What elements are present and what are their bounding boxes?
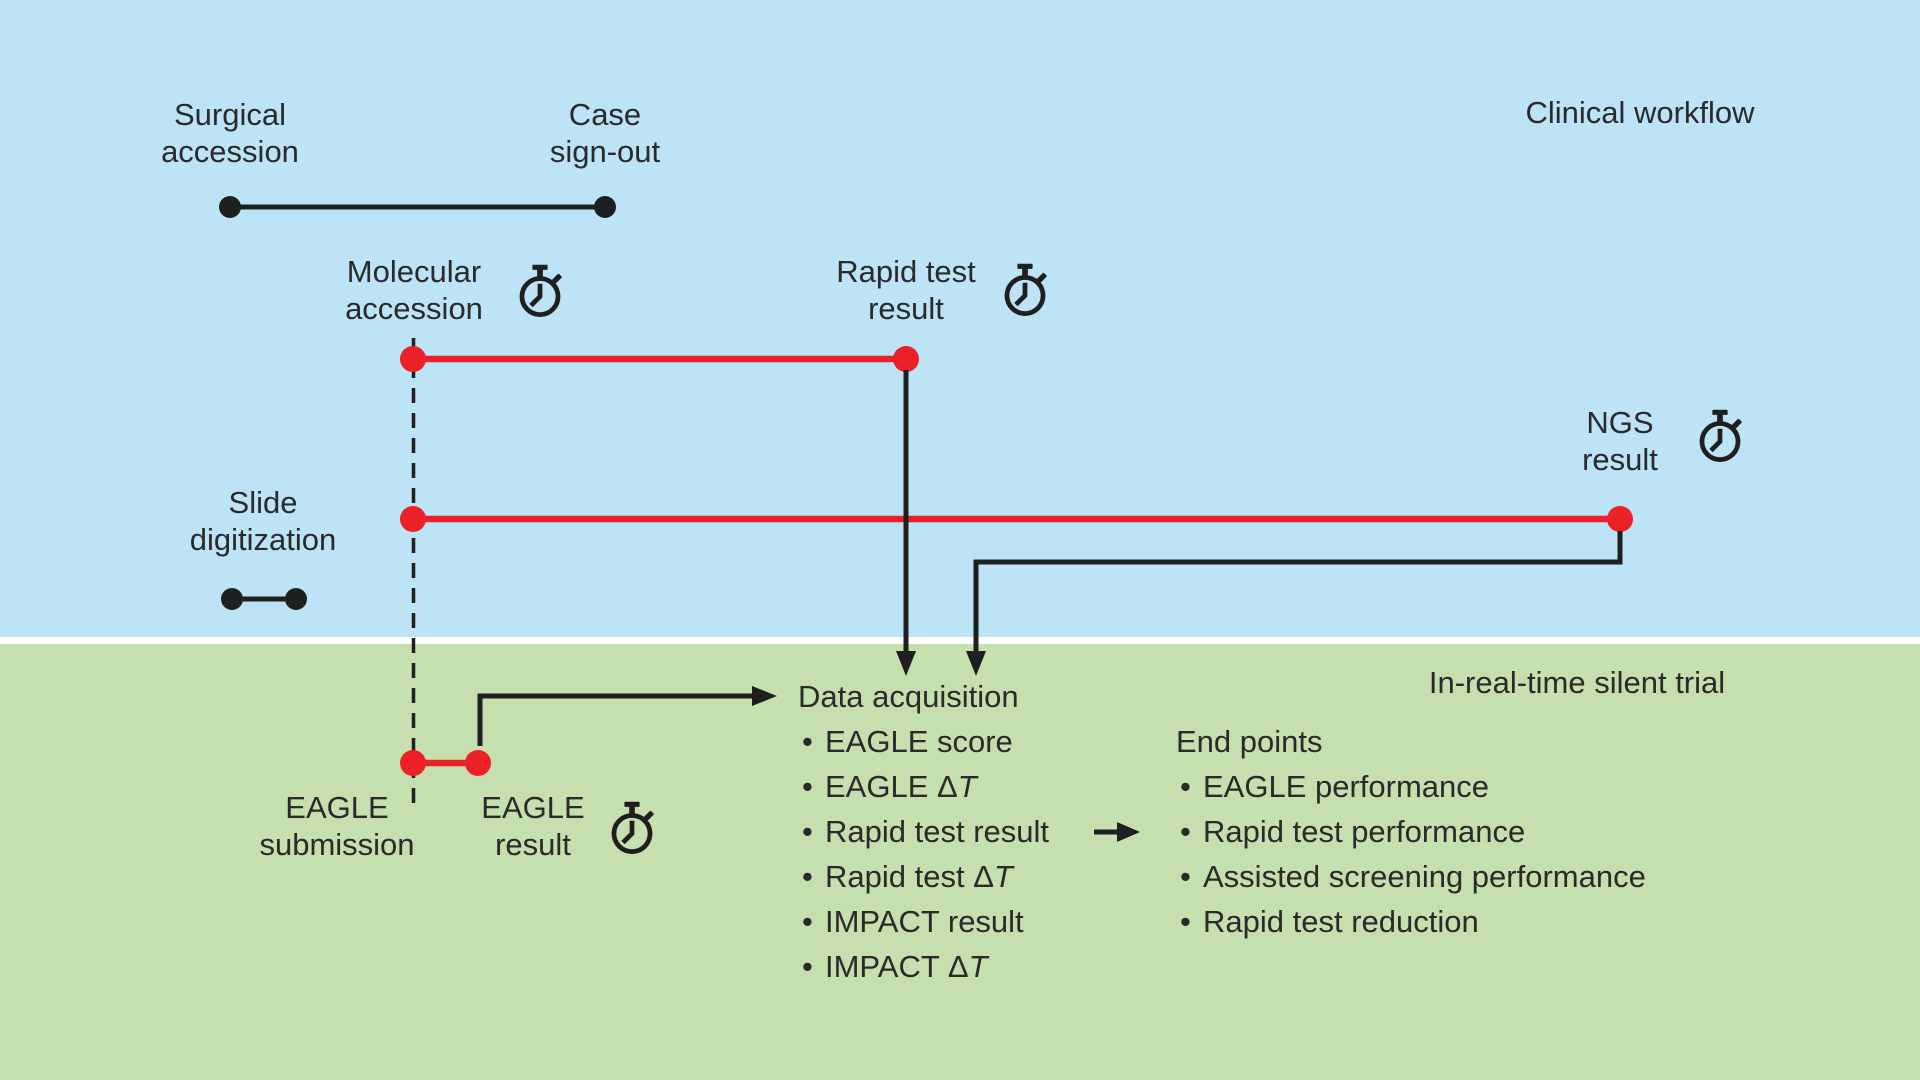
clinical-workflow-title: Clinical workflow [1525,95,1755,130]
surgical-accession-dot [219,196,241,218]
list-item: EAGLE ΔT [802,764,1049,809]
arrow-right-head [1117,822,1140,842]
list-item: IMPACT ΔT [802,944,1049,989]
list-item: Rapid test ΔT [802,854,1049,899]
list-item: Rapid test reduction [1180,899,1646,944]
stopwatch-icon [522,265,562,315]
list-item: EAGLE performance [1180,764,1646,809]
data-to-endpoints-arrow [1094,822,1140,842]
data-acquisition-list: EAGLE scoreEAGLE ΔTRapid test resultRapi… [798,719,1049,989]
rapid-test-result-dot [893,346,919,372]
data-acquisition-title: Data acquisition [798,679,1019,714]
ngs-result-label: NGS result [1582,405,1658,477]
list-item: Rapid test result [802,809,1049,854]
slide-digitization-end-dot [285,588,307,610]
arrow-down-head [896,651,916,676]
eagle-submission-label: EAGLE submission [259,790,415,862]
list-item: IMPACT result [802,899,1049,944]
silent-trial-title: In-real-time silent trial [1428,665,1726,700]
rapid-test-result-label: Rapid test result [836,254,976,326]
arrow-right-head [752,686,777,706]
surgical-accession-label: Surgical accession [161,97,299,169]
end-points-title: End points [1176,724,1323,759]
stopwatch-icon [614,802,654,852]
ngs-result-dot [1607,506,1633,532]
list-item: Assisted screening performance [1180,854,1646,899]
molecular-accession-label: Molecular accession [345,254,483,326]
end-points-panel: End points EAGLE performanceRapid test p… [1176,722,1646,944]
stopwatch-icon [1702,410,1742,460]
slide-digitization-start-dot [221,588,243,610]
stopwatch-icon [1007,264,1047,314]
rapid-to-data-arrow [896,370,916,676]
eagle-submission-dot [400,750,426,776]
molecular-accession-dot [400,346,426,372]
case-signout-dot [594,196,616,218]
slide-row-start-dot [400,506,426,532]
eagle-result-dot [465,750,491,776]
slide-digitization-timeline [221,588,307,610]
molecular-to-ngs-timeline [400,506,1633,532]
clinical-workflow-region [0,0,1920,637]
eagle-timeline [400,750,491,776]
list-item: Rapid test performance [1180,809,1646,854]
case-signout-label: Case sign-out [549,97,661,169]
slide-digitization-label: Slide digitization [189,485,337,557]
list-item: EAGLE score [802,719,1049,764]
arrow-down-head [966,651,986,676]
surgical-to-signout-timeline [219,196,616,218]
molecular-to-rapid-timeline [400,346,919,372]
eagle-to-data-arrow [477,686,777,746]
eagle-result-label: EAGLE result [481,790,585,862]
end-points-list: EAGLE performanceRapid test performanceA… [1176,764,1646,944]
data-acquisition-panel: Data acquisition EAGLE scoreEAGLE ΔTRapi… [798,677,1049,989]
ngs-to-data-arrow [966,531,1623,676]
